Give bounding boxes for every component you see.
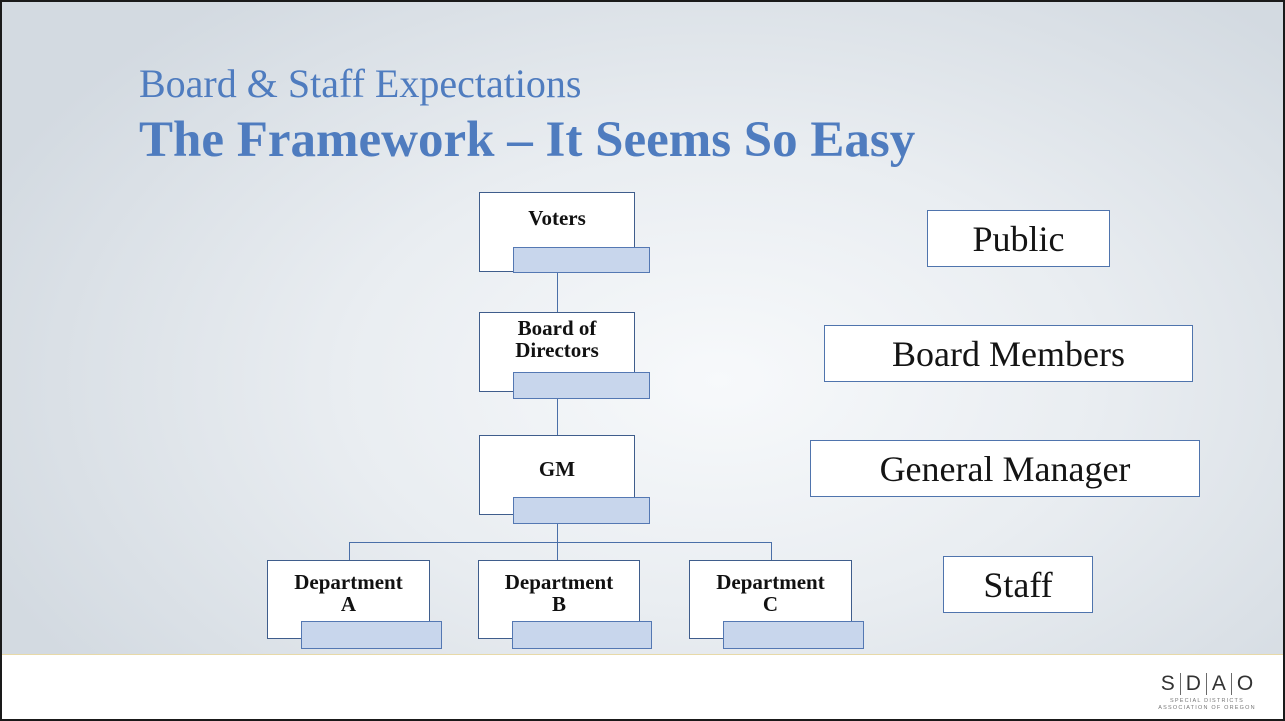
org-node-department-a-line1: Department: [294, 570, 403, 594]
org-node-department-b-line2: B: [551, 592, 566, 616]
org-node-department-c-line2: C: [762, 592, 779, 616]
sdao-logo-letters: S D A O: [1152, 670, 1262, 698]
level-label-staff: Staff: [943, 556, 1093, 613]
logo-divider: [1179, 673, 1181, 695]
logo-subtitle-line1: SPECIAL DISTRICTS: [1170, 698, 1244, 704]
connector-gm-bus: [557, 524, 558, 543]
logo-letter: D: [1185, 672, 1201, 695]
slide-subtitle: The Framework – It Seems So Easy: [139, 112, 916, 168]
org-node-department-c-sub: [723, 621, 864, 649]
org-node-department-a-sub: [301, 621, 442, 649]
logo-letter: S: [1160, 672, 1175, 695]
logo-divider: [1230, 673, 1232, 695]
slide-title: Board & Staff Expectations: [139, 61, 582, 106]
level-label-board-members: Board Members: [824, 325, 1193, 382]
org-node-board-label: Board of Directors: [515, 316, 599, 362]
org-node-board-sub: [513, 372, 650, 399]
connector-bus-dept-b: [557, 542, 558, 561]
connector-bus-dept-c: [771, 542, 772, 561]
org-node-gm-label: GM: [538, 457, 576, 481]
slide-body: Board & Staff Expectations The Framework…: [2, 2, 1283, 654]
org-node-department-a-line2: A: [340, 592, 357, 616]
org-node-department-b-sub: [512, 621, 652, 649]
org-node-department-b-line1: Department: [504, 570, 614, 594]
level-label-general-manager: General Manager: [810, 440, 1200, 497]
org-node-department-c-line1: Department: [716, 570, 825, 594]
org-node-voters-label: Voters: [528, 206, 586, 230]
org-node-voters-sub: [513, 247, 650, 273]
connector-board-gm: [557, 399, 558, 436]
connector-bus-dept-a: [349, 542, 350, 561]
org-node-gm-sub: [513, 497, 650, 524]
sdao-logo: S D A O SPECIAL DISTRICTS ASSOCIATION OF…: [1152, 670, 1262, 719]
connector-bus: [349, 542, 772, 543]
connector-voters-board: [557, 273, 558, 313]
logo-letter: O: [1236, 672, 1254, 695]
logo-letter: A: [1211, 672, 1226, 695]
level-label-public: Public: [927, 210, 1110, 267]
logo-subtitle-line2: ASSOCIATION OF OREGON: [1158, 705, 1256, 711]
logo-divider: [1205, 673, 1207, 695]
slide-footer: [2, 654, 1283, 719]
